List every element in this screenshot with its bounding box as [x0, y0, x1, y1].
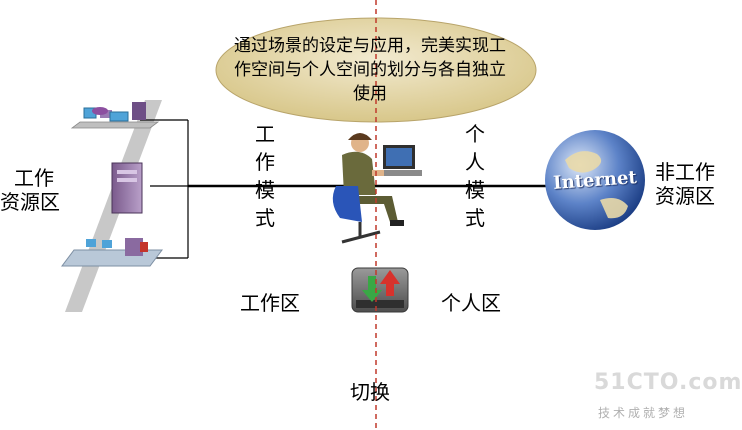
- work-mode-char: 模: [255, 178, 275, 202]
- work-mode-char: 式: [255, 206, 275, 230]
- network-computers-icon: [70, 102, 160, 129]
- work-mode-char: 工: [255, 122, 275, 146]
- right-resource-label: 非工作 资源区: [655, 160, 715, 208]
- workgroup-lan-icon: [61, 238, 163, 267]
- right-resource-label-line2: 资源区: [655, 184, 715, 208]
- personal-mode-char: 式: [465, 206, 485, 230]
- switch-label: 切换: [350, 380, 390, 404]
- personal-zone-label: 个人区: [441, 291, 501, 315]
- personal-mode-char: 人: [465, 150, 485, 174]
- left-connector-lines: [140, 119, 189, 259]
- server-tower-icon: [111, 162, 143, 214]
- right-resource-label-line1: 非工作: [655, 160, 715, 184]
- personal-mode-label: 个 人 模 式: [463, 120, 487, 232]
- person-at-computer-icon: [332, 133, 422, 244]
- diagram-graphics: [61, 0, 645, 430]
- watermark-tagline: 技术成就梦想: [598, 406, 689, 420]
- switch-drive-icon: [351, 267, 409, 313]
- personal-mode-char: 模: [465, 178, 485, 202]
- left-resource-label-line1: 工作: [14, 166, 54, 190]
- work-mode-char: 作: [255, 150, 275, 174]
- work-zone-label: 工作区: [240, 291, 300, 315]
- bubble-text: 通过场景的设定与应用，完美实现工作空间与个人空间的划分与各自独立使用: [234, 36, 506, 104]
- left-resource-label: 工作 资源区: [0, 166, 60, 214]
- left-resource-label-line2: 资源区: [0, 190, 60, 214]
- work-mode-label: 工 作 模 式: [253, 120, 277, 232]
- watermark-logo: 51CTO.com: [594, 370, 742, 395]
- internet-globe-icon: [545, 130, 645, 230]
- personal-mode-char: 个: [465, 122, 485, 146]
